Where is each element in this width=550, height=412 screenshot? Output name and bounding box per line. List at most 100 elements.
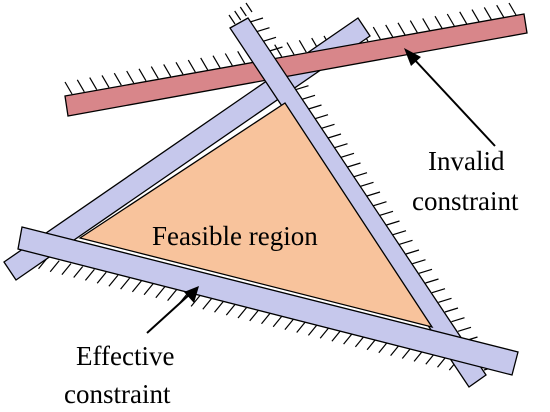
hatch-mark	[237, 50, 246, 64]
hatch-mark	[214, 300, 224, 313]
hatch-mark	[343, 332, 354, 345]
hatch-mark	[138, 68, 147, 82]
hatch-mark	[61, 263, 72, 275]
hatch-mark	[76, 79, 85, 93]
hatch-mark	[64, 81, 73, 95]
hatch-mark	[225, 303, 236, 316]
invalid-constraint-label-line1: Invalid	[428, 146, 505, 176]
hatch-mark	[354, 335, 365, 348]
hatch-mark	[508, 2, 517, 16]
hatch-mark	[296, 321, 307, 333]
hatch-mark	[200, 57, 209, 71]
hatch-mark	[431, 288, 446, 294]
hatch-mark	[150, 66, 159, 79]
hatch-mark	[366, 191, 381, 197]
feasible-region-label: Feasible region	[152, 221, 318, 251]
hatch-mark	[101, 75, 110, 88]
hatch-mark	[234, 10, 242, 21]
hatch-mark	[73, 266, 84, 278]
hatch-mark	[483, 7, 492, 20]
hatch-mark	[347, 162, 361, 168]
hatch-mark	[412, 259, 426, 265]
feasible-region	[78, 102, 434, 329]
hatch-mark	[175, 61, 184, 75]
hatch-mark	[224, 53, 233, 66]
hatch-mark	[261, 312, 271, 325]
hatch-mark	[471, 9, 480, 22]
hatch-mark	[131, 280, 142, 293]
hatch-mark	[327, 133, 342, 139]
hatch-mark	[274, 44, 283, 58]
hatch-mark	[444, 307, 459, 313]
hatch-mark	[366, 338, 377, 351]
hatch-mark	[353, 172, 368, 178]
hatch-mark	[84, 269, 95, 281]
invalid-constraint-label-line2: constraint	[412, 186, 519, 216]
effective-constraint-label-line2: constraint	[64, 379, 171, 409]
effective-constraint-label-line1: Effective	[76, 341, 174, 371]
hatch-mark	[212, 55, 221, 69]
hatch-mark	[459, 11, 468, 25]
hatch-mark	[155, 286, 166, 299]
hatch-mark	[307, 324, 318, 336]
hatch-mark	[187, 59, 196, 73]
hatch-mark	[319, 326, 330, 339]
hatch-mark	[301, 94, 316, 100]
hatch-mark	[298, 39, 307, 53]
hatch-mark	[120, 277, 131, 290]
hatch-mark	[190, 295, 201, 307]
hatch-mark	[438, 297, 452, 303]
hatch-mark	[256, 27, 270, 33]
hatch-mark	[422, 18, 431, 31]
hatch-mark	[418, 268, 433, 274]
hatch-mark	[249, 17, 264, 23]
hatch-mark	[379, 210, 394, 216]
hatch-mark	[331, 329, 342, 342]
hatch-mark	[228, 14, 236, 25]
hatch-mark	[143, 283, 154, 296]
invalid-constraint-band	[64, 13, 528, 117]
hatch-mark	[202, 297, 213, 310]
hatch-mark	[89, 77, 98, 90]
hatch-mark	[249, 309, 260, 322]
hatch-mark	[245, 2, 253, 13]
hatch-mark	[446, 13, 455, 27]
hatch-mark	[496, 4, 505, 18]
hatch-mark	[96, 271, 107, 284]
hatch-mark	[399, 239, 413, 245]
hatch-mark	[262, 36, 277, 42]
hatch-mark	[373, 201, 387, 207]
bottom-constraint-hatching	[14, 251, 471, 374]
hatch-mark	[360, 181, 374, 187]
hatch-mark	[405, 249, 420, 255]
hatch-mark	[167, 289, 178, 301]
hatch-mark	[385, 24, 394, 38]
hatch-mark	[239, 6, 247, 17]
hatch-mark	[314, 114, 329, 120]
hatch-mark	[434, 15, 443, 29]
hatch-mark	[392, 230, 407, 236]
hatch-mark	[321, 123, 335, 129]
hatch-mark	[295, 85, 309, 91]
hatch-mark	[49, 260, 60, 273]
hatch-mark	[286, 42, 295, 55]
hatch-mark	[163, 64, 172, 77]
hatch-mark	[451, 317, 465, 323]
hatch-mark	[397, 22, 406, 36]
hatch-mark	[269, 46, 283, 52]
hatch-mark	[386, 220, 400, 226]
hatch-mark	[409, 20, 418, 33]
hatch-mark	[340, 152, 355, 158]
effective-constraint-arrow	[146, 286, 199, 334]
hatch-mark	[457, 326, 472, 332]
hatch-mark	[425, 278, 439, 284]
hatch-mark	[272, 315, 283, 328]
effective-constraint-band	[17, 226, 519, 376]
hatch-mark	[108, 274, 119, 287]
hatch-mark	[308, 104, 322, 110]
hatch-mark	[113, 72, 122, 86]
hatch-mark	[126, 70, 135, 84]
invalid-constraint-arrow	[404, 48, 496, 147]
hatch-mark	[334, 143, 348, 149]
